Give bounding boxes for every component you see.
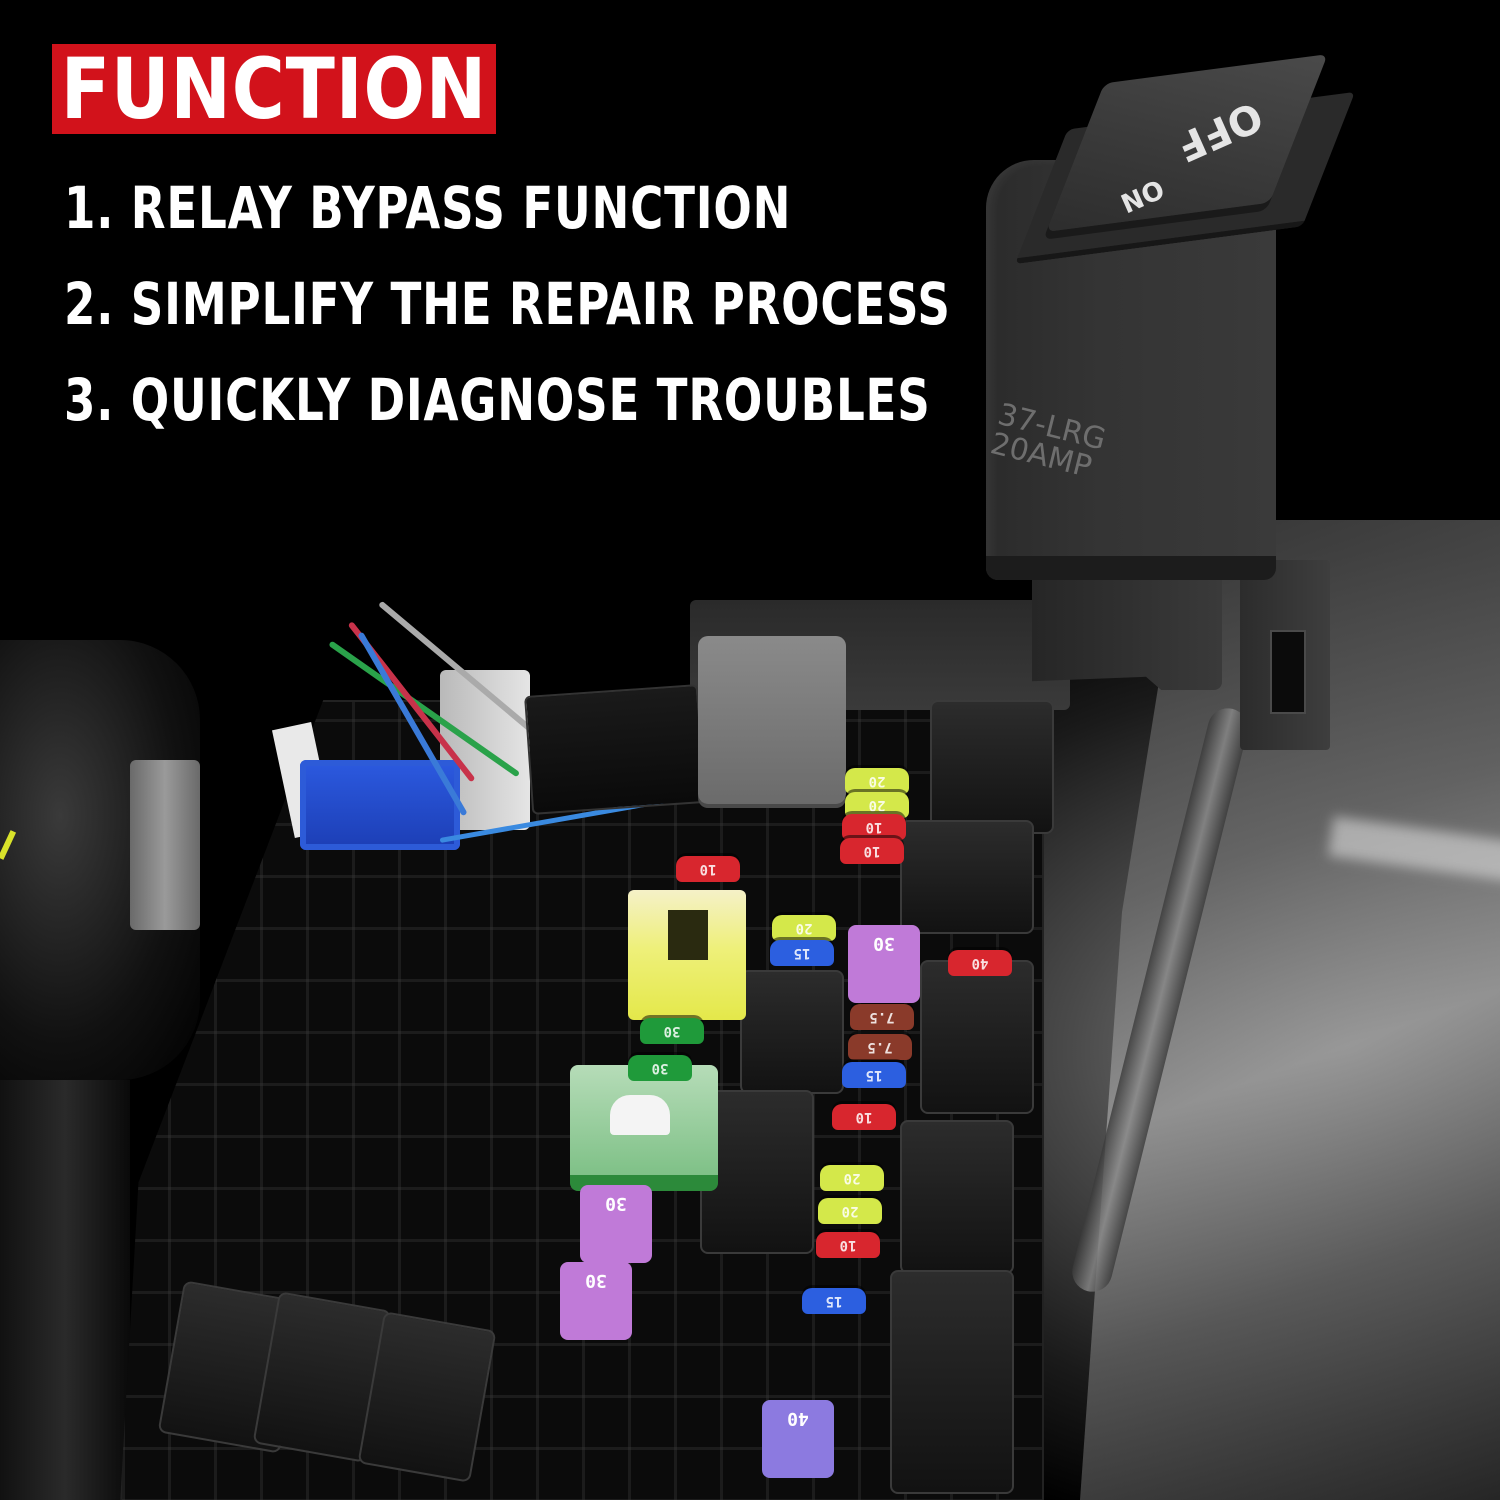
mini-fuse: 10 <box>832 1104 896 1130</box>
mini-fuse: 10 <box>676 856 740 882</box>
relay-base <box>1032 580 1222 690</box>
feature-item: 3. QUICKLY DIAGNOSE TROUBLES <box>64 366 931 434</box>
feature-item: 1. RELAY BYPASS FUNCTION <box>64 174 792 242</box>
maxi-fuse: 30 <box>560 1262 632 1340</box>
black-relay <box>890 1270 1014 1494</box>
yellow-mark <box>0 830 17 860</box>
grey-relay <box>698 636 846 804</box>
fuse-window <box>610 1095 670 1135</box>
mini-fuse: 7.5 <box>850 1004 914 1030</box>
mini-fuse: 20 <box>820 1165 884 1191</box>
mounting-slot <box>1270 630 1306 714</box>
mini-fuse: 15 <box>842 1062 906 1088</box>
mini-fuse: 20 <box>818 1198 882 1224</box>
relay-mounting-tab <box>1240 560 1330 750</box>
mini-fuse: 30 <box>640 1018 704 1044</box>
black-relay <box>920 960 1034 1114</box>
mini-fuse: 15 <box>770 940 834 966</box>
mini-fuse: 7.5 <box>848 1034 912 1060</box>
heading-banner: FUNCTION <box>52 44 496 134</box>
mini-fuse: 10 <box>816 1232 880 1258</box>
maxi-fuse: 40 <box>762 1400 834 1478</box>
mini-fuse: 20 <box>772 915 836 941</box>
fuse-hole <box>668 910 708 960</box>
mini-fuse: 15 <box>802 1288 866 1314</box>
mini-fuse: 30 <box>628 1055 692 1081</box>
black-relay <box>740 970 844 1094</box>
black-relay <box>930 700 1054 834</box>
engine-component-left <box>0 640 200 1080</box>
small-relay <box>524 684 706 815</box>
feature-item: 2. SIMPLIFY THE REPAIR PROCESS <box>64 270 951 338</box>
mini-fuse: 10 <box>840 838 904 864</box>
blue-connector <box>300 760 460 850</box>
mini-fuse: 10 <box>842 814 906 840</box>
heading-title: FUNCTION <box>60 40 488 138</box>
yellow-jcase-fuse <box>628 890 746 1020</box>
black-relay <box>900 820 1034 934</box>
green-jcase-fuse <box>570 1065 718 1191</box>
maxi-fuse: 30 <box>848 925 920 1003</box>
relay-bypass-product: OFF ON 37-LRG 20AMP <box>970 54 1356 750</box>
feature-list: 1. RELAY BYPASS FUNCTION 2. SIMPLIFY THE… <box>64 170 1201 458</box>
grey-clip <box>130 760 200 930</box>
maxi-fuse: 30 <box>580 1185 652 1263</box>
black-relay <box>900 1120 1014 1274</box>
engine-component-bottom <box>0 1080 130 1500</box>
mini-fuse: 20 <box>845 768 909 794</box>
mini-fuse: 40 <box>948 950 1012 976</box>
